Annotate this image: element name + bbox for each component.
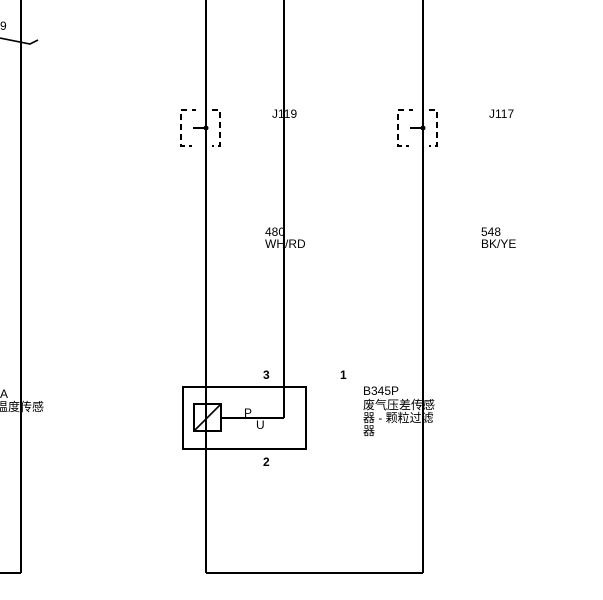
wire-labels: 480 WH/RD 548 BK/YE	[265, 225, 516, 251]
connector-j117-symbol	[397, 109, 438, 147]
sensor-symbol-label-p: P	[244, 406, 252, 420]
connector-j117: J117	[397, 107, 514, 147]
connector-j119-pin-dot	[203, 125, 209, 131]
connector-j117-label: J117	[489, 107, 514, 121]
sensor-name-line-2: 器 - 颗粒过滤	[363, 410, 434, 425]
wire-480-color-code: WH/RD	[265, 237, 306, 251]
connector-j119-label: J119	[272, 107, 297, 121]
sensor-name-line-3: 器	[363, 424, 375, 438]
transducer-symbol	[193, 403, 222, 432]
sensor-body	[182, 386, 307, 450]
wire-480-circuit-number: 480	[265, 225, 285, 239]
sensor-b345p: P U 3 1 2 B345P 废气压差传感 器 - 颗粒过滤 器	[182, 368, 435, 469]
circuit-wires	[205, 0, 424, 574]
connector-j119-symbol	[180, 109, 221, 147]
sensor-symbol-label-u: U	[256, 418, 265, 432]
left-arrow-lead	[0, 37, 39, 45]
sensor-reference-label: B345P	[363, 384, 399, 398]
left-ref-fragment-label: A	[0, 387, 8, 401]
transducer-diagonal	[193, 403, 222, 432]
sensor-pin-1: 1	[340, 368, 347, 382]
left-top-fragment-label: 9	[0, 19, 7, 33]
sensor-name-line-1: 废气压差传感	[363, 397, 435, 412]
connector-j119: J119	[180, 107, 297, 147]
wire-548-circuit-number: 548	[481, 225, 501, 239]
connector-j117-pin-dot	[420, 125, 426, 131]
left-name-fragment-label: 温度传感	[0, 399, 44, 414]
wire-548-color-code: BK/YE	[481, 237, 516, 251]
sensor-pin-3: 3	[263, 368, 270, 382]
sensor-pin-2: 2	[263, 455, 270, 469]
left-partial-circuit: 9 A 温度传感	[0, 0, 44, 574]
